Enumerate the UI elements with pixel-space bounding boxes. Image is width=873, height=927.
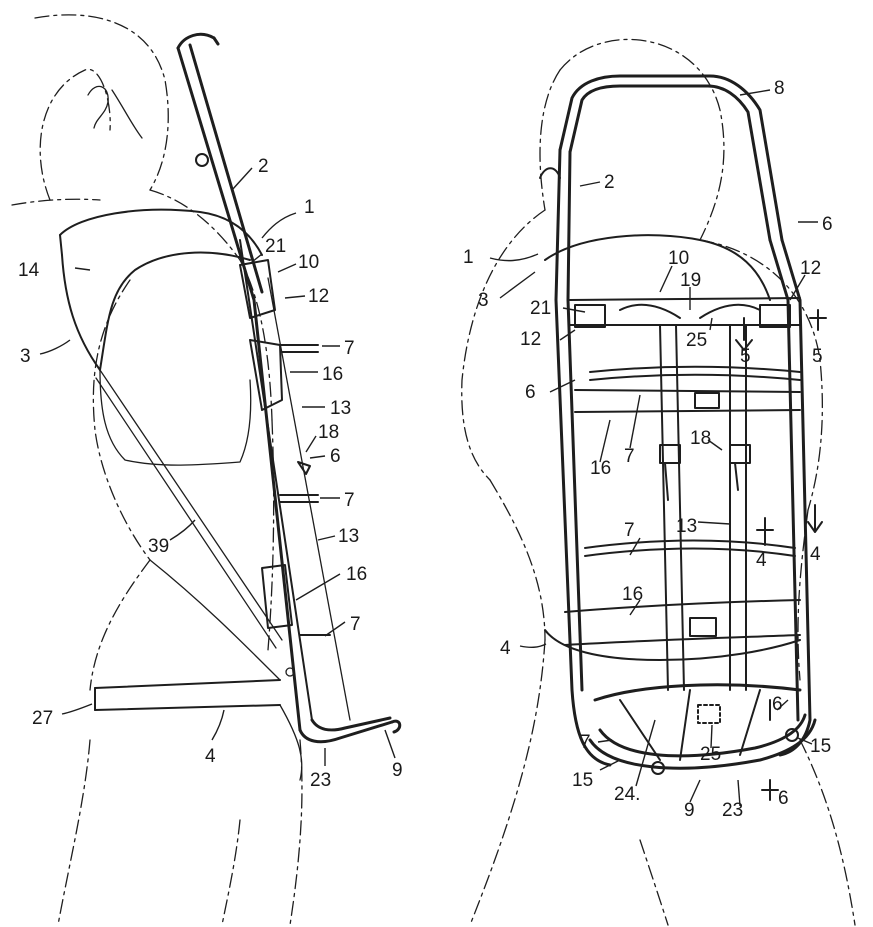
- ear-outline: [87, 85, 109, 129]
- label-10: 10: [298, 252, 319, 273]
- label-1: 1: [304, 197, 315, 218]
- label-10: 10: [668, 248, 689, 269]
- rear-vertical-straps: [659, 324, 747, 691]
- side-strap-39: [95, 369, 283, 649]
- label-7: 7: [624, 520, 635, 541]
- rear-bottom-struts: [619, 689, 761, 761]
- side-torso-back: [149, 559, 281, 681]
- label-25: 25: [700, 744, 721, 765]
- side-belt-buckle: [285, 667, 295, 677]
- rear-shoulder-strap: [544, 234, 771, 301]
- label-2: 2: [604, 172, 615, 193]
- label-18: 18: [690, 428, 711, 449]
- label-12: 12: [308, 286, 329, 307]
- rear-upper-band: [569, 297, 801, 328]
- label-16: 16: [322, 364, 343, 385]
- rear-section-markers: [735, 309, 827, 801]
- label-7: 7: [580, 732, 591, 753]
- rear-pin: [539, 167, 561, 179]
- side-view-figure: 2 1 21 10 14 12 3 7 16 13 18 6 7 39 13 1…: [11, 14, 403, 926]
- side-rod-6: [239, 239, 313, 721]
- label-15: 15: [810, 736, 831, 757]
- label-4: 4: [756, 550, 767, 571]
- rear-crossbars: [584, 365, 801, 557]
- label-7: 7: [344, 338, 355, 359]
- side-shoulder-strap: [59, 208, 263, 371]
- label-13: 13: [676, 516, 697, 537]
- side-arm-sleeve: [99, 369, 252, 466]
- side-frame-upright: [176, 32, 302, 732]
- label-9: 9: [684, 800, 695, 821]
- label-21: 21: [265, 236, 286, 257]
- label-13: 13: [338, 526, 359, 547]
- side-upper-pad: [239, 259, 276, 319]
- label-15: 15: [572, 770, 593, 791]
- label-4: 4: [205, 746, 216, 767]
- side-lower-frame: [298, 716, 402, 744]
- label-5: 5: [812, 346, 823, 367]
- side-torso-lower: [279, 704, 303, 781]
- label-2: 2: [258, 156, 269, 177]
- label-3: 3: [20, 346, 31, 367]
- side-buckle-18: [297, 461, 311, 475]
- rear-buckles: [659, 444, 751, 501]
- label-23: 23: [722, 800, 743, 821]
- label-14: 14: [18, 260, 40, 281]
- rear-bolt-right: [785, 728, 799, 742]
- rear-bolt-left: [651, 761, 665, 775]
- label-4: 4: [500, 638, 511, 659]
- label-6: 6: [330, 446, 341, 467]
- side-hip-belt: [94, 679, 281, 711]
- label-7: 7: [350, 614, 361, 635]
- rear-mid-band: [574, 389, 801, 413]
- label-21: 21: [530, 298, 551, 319]
- label-23: 23: [310, 770, 331, 791]
- hair-outline: [111, 89, 143, 139]
- rear-view-person-outline: [461, 38, 856, 926]
- label-6: 6: [778, 788, 789, 809]
- label-19: 19: [680, 270, 701, 291]
- rear-hip-belt: [544, 629, 801, 661]
- label-5: 5: [740, 346, 751, 367]
- label-6: 6: [525, 382, 536, 403]
- label-25: 25: [686, 330, 707, 351]
- rear-labels: 8 2 6 1 10 12 3 19 21 12 25 5 5 6 7 18 1…: [463, 78, 833, 821]
- rear-leaders: [489, 89, 818, 807]
- label-18: 18: [318, 422, 339, 443]
- rear-lower-band: [564, 599, 801, 646]
- label-8: 8: [774, 78, 785, 99]
- side-lower-pad: [261, 564, 293, 629]
- label-7: 7: [624, 446, 635, 467]
- label-1: 1: [463, 247, 474, 268]
- label-7: 7: [344, 490, 355, 511]
- label-12: 12: [520, 329, 541, 350]
- label-24: 24.: [614, 784, 640, 805]
- label-13: 13: [330, 398, 351, 419]
- side-crossbars: [279, 344, 331, 636]
- rear-view-figure: 8 2 6 1 10 12 3 19 21 12 25 5 5 6 7 18 1…: [461, 38, 856, 926]
- label-3: 3: [478, 290, 489, 311]
- label-4: 4: [810, 544, 821, 565]
- side-leaders: [39, 167, 396, 766]
- label-9: 9: [392, 760, 403, 781]
- rear-top-frame: [558, 74, 784, 242]
- label-12: 12: [800, 258, 821, 279]
- label-6: 6: [822, 214, 833, 235]
- label-6: 6: [772, 694, 783, 715]
- side-labels: 2 1 21 10 14 12 3 7 16 13 18 6 7 39 13 1…: [18, 156, 403, 791]
- label-16: 16: [346, 564, 367, 585]
- label-27: 27: [32, 708, 53, 729]
- label-16: 16: [622, 584, 643, 605]
- side-upper-pad-2: [249, 339, 283, 411]
- side-pin-loop: [195, 153, 209, 167]
- label-16: 16: [590, 458, 611, 479]
- label-39: 39: [148, 536, 169, 557]
